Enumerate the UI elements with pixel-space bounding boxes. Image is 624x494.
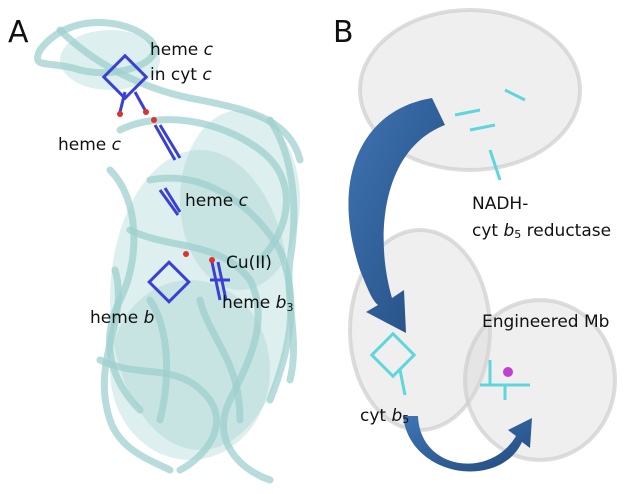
- label-cyt-b5: cyt b5: [360, 406, 409, 426]
- label-heme-c-3: heme c: [185, 191, 249, 211]
- label-heme-c-2: heme c: [58, 135, 122, 155]
- panel-label-a: A: [8, 15, 29, 50]
- heme-molecule-icon: [101, 53, 230, 304]
- label-heme-c-in-cyt-c: heme c: [150, 40, 214, 60]
- label-heme-b: heme b: [90, 308, 154, 328]
- electron-transfer-arrow-2: [403, 416, 532, 472]
- label-in-cyt-c: in cyt c: [150, 65, 212, 85]
- protein-structure-a: [34, 19, 304, 484]
- label-engineered-mb: Engineered Mb: [482, 312, 609, 332]
- label-cyt-b5-reductase: cyt b5 reductase: [472, 221, 611, 241]
- metal-ion-icon: [503, 367, 513, 377]
- electron-transfer-arrow-1: [348, 98, 445, 333]
- helix-blobs-a: [60, 30, 300, 460]
- oxygen-atoms: [117, 109, 215, 263]
- heme-molecule-icon: [369, 88, 530, 400]
- panel-label-b: B: [333, 15, 354, 50]
- label-heme-b3: heme b3: [222, 293, 293, 314]
- label-cu-ii: Cu(II): [226, 253, 272, 273]
- label-nadh: NADH-: [472, 194, 528, 214]
